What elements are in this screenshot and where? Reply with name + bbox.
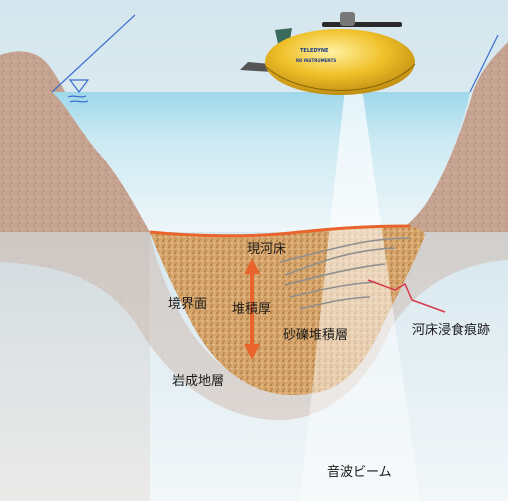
thickness-arrow [244,258,260,360]
label-erosion-trace: 河床浸食痕跡 [412,323,491,338]
right-bank [395,42,508,232]
label-sonar-beam: 音波ビーム [327,465,392,480]
sonar-beam [300,88,420,501]
label-sediment-thickness: 堆積厚 [232,302,272,317]
label-bedrock: 岩成地層 [172,374,225,389]
current-riverbed-line [149,224,411,238]
erosion-trace-lines [279,237,411,310]
label-current-riverbed: 現河床 [247,242,287,257]
label-boundary-surface: 境界面 [168,297,208,312]
boat-sub-text: RD INSTRUMENTS [296,58,337,63]
survey-boat [240,12,416,95]
boat-brand-text: TELEDYNE [300,48,329,54]
label-gravel-layer: 砂礫堆積層 [283,328,349,343]
erosion-pointer [367,279,446,313]
water-level-marker [51,14,499,103]
